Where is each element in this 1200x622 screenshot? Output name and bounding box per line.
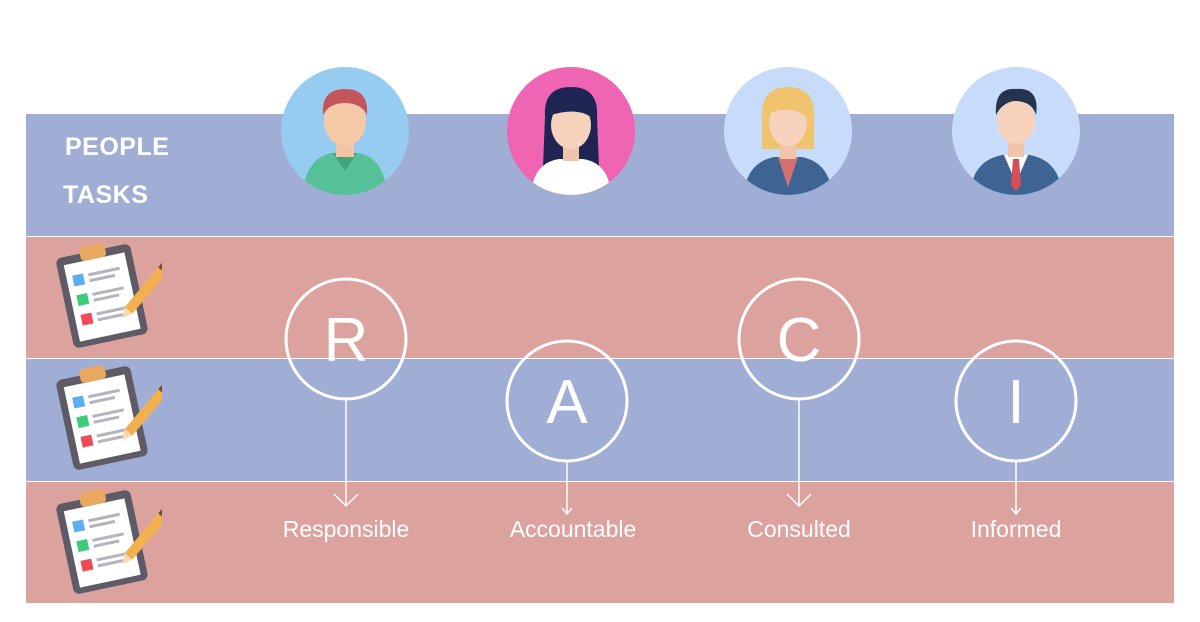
tasks-label: TASKS: [63, 181, 149, 209]
raci-letter-i: I: [1007, 368, 1024, 437]
raci-label-accountable: Accountable: [510, 516, 637, 542]
raci-letter-a: A: [546, 368, 588, 437]
clipboard-checklist-icon: [52, 362, 170, 474]
person-green-shirt-icon: [281, 67, 409, 195]
raci-letter-c: C: [777, 306, 822, 375]
task-row-1: [26, 237, 1174, 358]
task-row-3: [26, 482, 1174, 603]
task-row-2: [26, 359, 1174, 481]
people-label: PEOPLE: [65, 133, 170, 161]
raci-label-consulted: Consulted: [747, 516, 851, 542]
raci-circle-c: [737, 277, 861, 401]
raci-arrowhead-i: [1010, 507, 1022, 516]
raci-consulted: C Consulted: [737, 277, 861, 542]
person-blonde-suit-icon: [724, 67, 852, 195]
person-black-hair-icon: [507, 67, 635, 195]
person-man-tie-icon: [952, 67, 1080, 195]
raci-informed: I Informed: [954, 339, 1078, 542]
clipboard-checklist-icon: [52, 240, 170, 352]
raci-responsible: R Responsible: [283, 277, 410, 542]
raci-circle-r: [284, 277, 408, 401]
raci-label-responsible: Responsible: [283, 516, 410, 542]
raci-accountable: A Accountable: [505, 339, 637, 542]
raci-arrowhead-c: [786, 493, 812, 508]
raci-label-informed: Informed: [971, 516, 1062, 542]
raci-circle-i: [954, 339, 1078, 463]
raci-circle-a: [505, 339, 629, 463]
raci-letter-r: R: [324, 306, 369, 375]
clipboard-checklist-icon: [52, 486, 170, 598]
raci-arrowhead-a: [561, 507, 573, 516]
raci-arrowhead-r: [333, 493, 359, 508]
